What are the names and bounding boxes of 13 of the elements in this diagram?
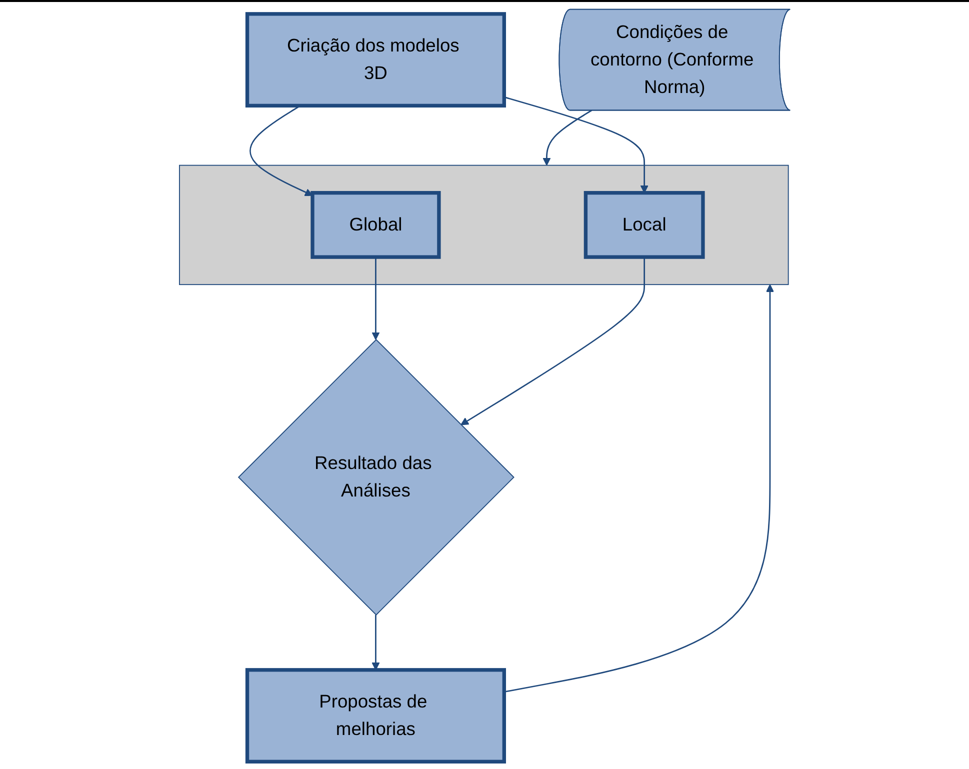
node-box: Propostas de melhorias — [245, 668, 506, 764]
arrow — [249, 105, 313, 196]
node-box: Local — [584, 191, 704, 259]
node-box: Criação dos modelos 3D — [245, 12, 506, 108]
arrow — [460, 257, 645, 426]
cluster — [178, 164, 788, 286]
node-box: Global — [310, 191, 440, 259]
arrow — [504, 284, 774, 693]
node-diamond: Resultado das Análises — [238, 338, 514, 616]
arrow — [504, 96, 648, 194]
arrow — [371, 614, 380, 670]
arrow — [371, 257, 380, 340]
arrow — [542, 110, 592, 166]
